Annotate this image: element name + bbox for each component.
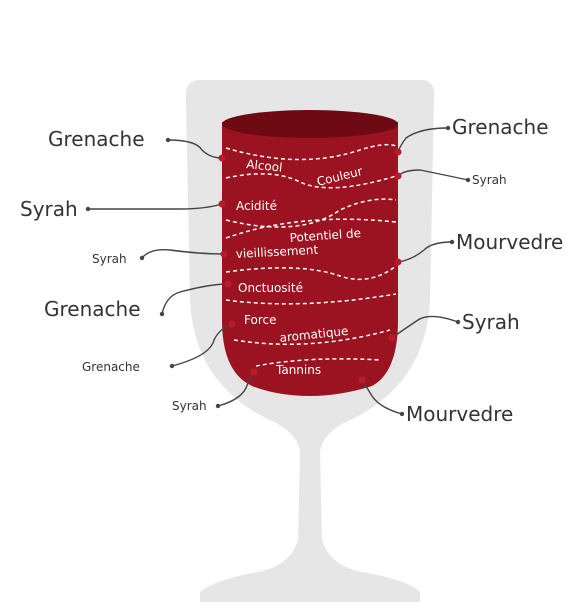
grape-label-left-3: Syrah <box>92 252 127 266</box>
grape-label-left-6: Syrah <box>172 399 207 413</box>
arrowhead-left-4 <box>160 312 164 316</box>
grape-label-left-4: Grenache <box>44 297 141 321</box>
endpoint-left-6 <box>251 369 258 376</box>
arrowhead-left-2 <box>86 207 90 211</box>
arrowhead-right-2 <box>466 178 470 182</box>
arrowhead-left-1 <box>166 138 170 142</box>
endpoint-left-4 <box>225 281 232 288</box>
endpoint-right-5 <box>359 377 366 384</box>
endpoint-left-5 <box>229 321 236 328</box>
property-onctuosite: Onctuosité <box>238 281 303 295</box>
arrowhead-right-5 <box>400 412 404 416</box>
grape-label-left-2: Syrah <box>20 197 78 221</box>
grape-label-right-1: Grenache <box>452 115 549 139</box>
endpoint-right-2 <box>395 173 402 180</box>
grape-label-left-1: Grenache <box>48 127 145 151</box>
endpoint-left-1 <box>219 155 226 162</box>
wine-body: Alcool Couleur Acidité Potentiel de viei… <box>222 110 398 396</box>
grape-label-right-5: Mourvedre <box>406 402 513 426</box>
property-force-line1: Force <box>244 313 276 327</box>
endpoint-left-2 <box>219 201 226 208</box>
arrowhead-left-6 <box>216 404 220 408</box>
property-acidite: Acidité <box>236 199 277 213</box>
property-tannins: Tannins <box>275 363 321 377</box>
arrowhead-right-4 <box>456 320 460 324</box>
grape-label-left-5: Grenache <box>82 360 140 374</box>
arrowhead-left-3 <box>140 256 144 260</box>
endpoint-right-3 <box>395 259 402 266</box>
arrowhead-right-1 <box>446 126 450 130</box>
endpoint-right-1 <box>395 149 402 156</box>
grape-label-right-4: Syrah <box>462 310 520 334</box>
arrowhead-right-3 <box>450 240 454 244</box>
endpoint-right-4 <box>389 335 396 342</box>
grape-label-right-3: Mourvedre <box>456 230 563 254</box>
wine-top-surface <box>222 110 398 138</box>
grape-label-right-2: Syrah <box>472 173 507 187</box>
arrowhead-left-5 <box>170 364 174 368</box>
endpoint-left-3 <box>221 251 228 258</box>
